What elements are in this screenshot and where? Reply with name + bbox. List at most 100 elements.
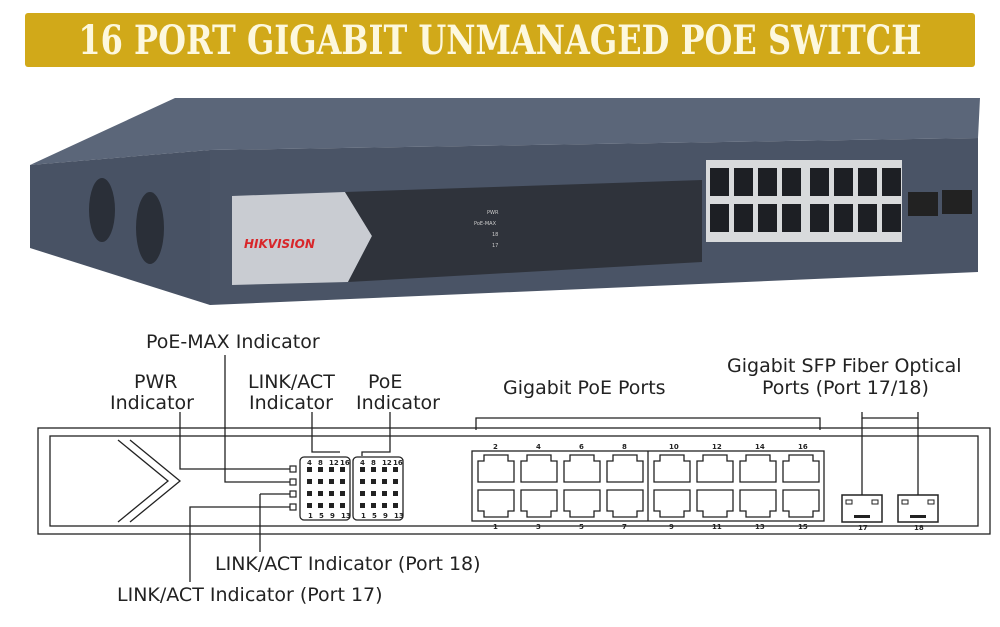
led-number-bottom: 13 [394,512,404,520]
rj45-port-photo [758,204,777,232]
led-dot [360,467,365,472]
led-dot [360,503,365,508]
rj45-port-photo [882,168,901,196]
led-number-bottom: 9 [383,512,388,520]
rj45-port [477,454,515,483]
rj45-port-photo [810,168,829,196]
port-number-bottom: 13 [755,523,765,531]
led-number-bottom: 1 [308,512,313,520]
title-banner: 16 PORT GIGABIT UNMANAGED POE SWITCH [25,13,975,67]
port-number-top: 10 [669,443,679,451]
led-label-17: 17 [492,243,498,249]
rj45-port [477,489,515,518]
led-dot [318,491,323,496]
led-dot [307,467,312,472]
port-number-bottom: 3 [536,523,541,531]
rj45-port [563,489,601,518]
switch-side-face [30,150,210,305]
led-number-bottom: 5 [319,512,324,520]
led-dot [340,491,345,496]
port-number-top: 16 [798,443,808,451]
led-dot [382,503,387,508]
led-dot [371,503,376,508]
led-dot [360,491,365,496]
port-number-bottom: 5 [579,523,584,531]
port-number-top: 12 [712,443,722,451]
rj45-port [520,489,558,518]
port-number-bottom: 1 [493,523,498,531]
label-poe-max: PoE-MAX Indicator [146,331,320,353]
led-dot [393,467,398,472]
label-pwr-1: PWR [134,371,177,393]
port-number-top: 2 [493,443,498,451]
rj45-port [696,454,734,483]
rj45-port-photo [834,168,853,196]
sfp-latch [927,499,935,505]
led-dot [360,479,365,484]
sfp-slot-17-photo [908,192,938,216]
rj45-port-photo [758,168,777,196]
rj45-port-photo [858,168,877,196]
rj45-port [696,489,734,518]
rj45-port [782,489,820,518]
rj45-port-photo [782,168,801,196]
port-number-top: 14 [755,443,765,451]
rj45-port [782,454,820,483]
rj45-port-photo [734,168,753,196]
label-linkact-2: Indicator [249,392,333,414]
rj45-port-photo [858,204,877,232]
led-label-poemax: PoE-MAX [474,221,497,227]
label-sfp-2: Ports (Port 17/18) [762,377,929,399]
led-number-top: 8 [371,459,376,467]
led-dot [318,479,323,484]
led-number-top: 12 [329,459,339,467]
led-dot [329,479,334,484]
rj45-port-photo [882,204,901,232]
led-dot [393,479,398,484]
label-port17: LINK/ACT Indicator (Port 17) [117,584,383,606]
label-gigabit-poe: Gigabit PoE Ports [503,377,666,399]
led-number-top: 12 [382,459,392,467]
title: 16 PORT GIGABIT UNMANAGED POE SWITCH [78,16,922,64]
brand-logo: HIKVISION [244,237,315,251]
led-label-18: 18 [492,232,498,238]
label-linkact-1: LINK/ACT [248,371,335,393]
led-number-top: 4 [307,459,312,467]
led-dot [340,467,345,472]
led-number-bottom: 1 [361,512,366,520]
sfp-port-number: 17 [858,524,868,532]
label-poe-1: PoE [368,371,402,393]
led-dot [371,479,376,484]
led-dot [382,467,387,472]
led-dot [307,491,312,496]
label-poe-2: Indicator [356,392,440,414]
led-dot [371,467,376,472]
front-panel-light [232,192,372,285]
led-dot [340,503,345,508]
led-dot [307,503,312,508]
port-number-bottom: 7 [622,523,627,531]
rj45-port-photo [710,168,729,196]
label-pwr-2: Indicator [110,392,194,414]
led-dot [382,491,387,496]
switch-top-face [30,98,980,165]
led-square [289,490,297,498]
rj45-port [739,454,777,483]
rj45-port [606,489,644,518]
vent-grille-left [89,178,164,264]
sfp-latch [845,499,853,505]
sfp-contact [910,515,926,518]
sfp-latch [901,499,909,505]
sfp-port-number: 18 [914,524,924,532]
rj45-port [520,454,558,483]
port-number-top: 8 [622,443,627,451]
led-dot [371,491,376,496]
led-dot [329,491,334,496]
led-dot [318,467,323,472]
led-dot [318,503,323,508]
led-label-pwr: PWR [487,210,499,216]
led-square [289,478,297,486]
rj45-port [739,489,777,518]
switch-photo: HIKVISION PWR PoE-MAX 18 17 [30,98,980,305]
